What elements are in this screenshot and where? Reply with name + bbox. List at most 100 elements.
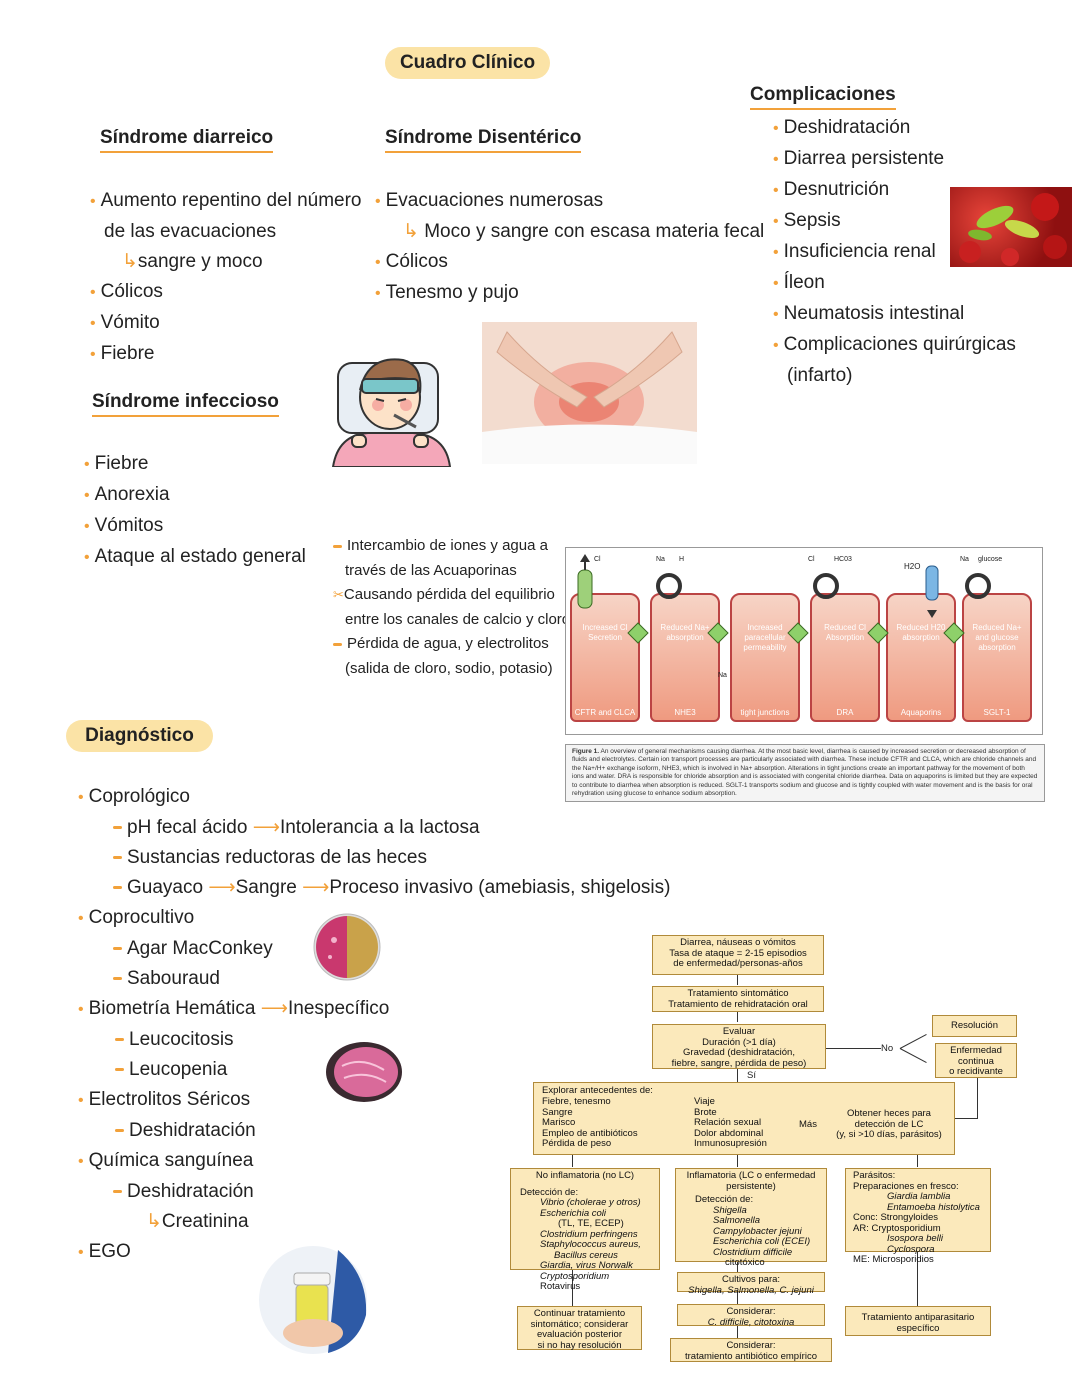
- infeccioso-list: •Fiebre •Anorexia •Vómitos •Ataque al es…: [84, 449, 306, 573]
- list-item: •Complicaciones quirúrgicas: [773, 334, 1016, 355]
- list-item: •Coprocultivo: [78, 907, 195, 928]
- ion-label: Na: [960, 556, 969, 563]
- list-item: •Biometría Hemática ⟶Inespecífico: [78, 998, 390, 1019]
- sick-child-illustration: [328, 335, 453, 468]
- list-item: •Cólicos: [375, 251, 448, 272]
- ion-label: HC03: [834, 556, 852, 563]
- urine-sample-image: [258, 1245, 368, 1355]
- list-item: pH fecal ácido ⟶Intolerancia a la lactos…: [78, 813, 670, 843]
- list-item: ↳sangre y moco: [122, 251, 263, 272]
- list-item: •Fiebre: [90, 343, 155, 364]
- list-item: •Evacuaciones numerosas: [375, 190, 604, 211]
- transporter-icons: [577, 554, 991, 644]
- abdominal-pain-photo: [482, 322, 697, 464]
- culture-plate-image: [322, 1036, 406, 1106]
- flow-box-considerar-antibiotico: Considerar:tratamiento antibiótico empír…: [670, 1338, 832, 1362]
- list-item: •Neumatosis intestinal: [773, 303, 965, 324]
- arrow-right-icon: ⟶: [208, 877, 236, 898]
- figure-caption: Figure 1. An overview of general mechani…: [565, 744, 1045, 803]
- flow-box-no-inflamatoria: No inflamatoria (no LC) Detección de: Vi…: [510, 1168, 660, 1292]
- list-item: •Tenesmo y pujo: [375, 282, 519, 303]
- scissors-icon: ✂: [333, 587, 344, 602]
- list-item: •Vómitos: [84, 515, 164, 536]
- list-item: Pérdida de agua, y electrolitos: [333, 632, 570, 657]
- list-item: •Desnutrición: [773, 179, 890, 200]
- list-item: •Diarrea persistente: [773, 148, 945, 169]
- list-item: •Química sanguínea: [78, 1150, 254, 1171]
- list-item: Intercambio de iones y agua a: [333, 534, 570, 559]
- flow-box-parasitos: Parásitos: Preparaciones en fresco: Giar…: [845, 1168, 991, 1265]
- list-item: Deshidratación: [78, 1116, 670, 1146]
- turn-arrow-icon: ↳: [403, 221, 419, 242]
- list-item: ✂Causando pérdida del equilibrio: [333, 586, 555, 603]
- list-item: •Coprológico: [78, 786, 191, 807]
- ion-label: glucose: [978, 556, 1003, 563]
- ion-label: Na: [656, 556, 665, 563]
- diarreico-list: •Aumento repentino del número de las eva…: [90, 186, 362, 370]
- complicaciones-header: Complicaciones: [750, 84, 896, 110]
- list-item: •Íleon: [773, 272, 825, 293]
- petri-dish-image: [312, 912, 382, 982]
- disenterico-header: Síndrome Disentérico: [385, 127, 582, 153]
- page-title: Cuadro Clínico: [385, 47, 550, 79]
- list-item: (infarto): [787, 365, 853, 386]
- list-item: •Insuficiencia renal: [773, 241, 936, 262]
- diarrhea-mechanism-figure: Cl Na H Cl HC03 H2O Na glucose Increased…: [565, 547, 1043, 735]
- list-item: •EGO: [78, 1241, 131, 1262]
- list-item: •Deshidratación: [773, 117, 911, 138]
- flow-box-cultivos: Cultivos para:Shigella, Salmonella, C. j…: [677, 1272, 825, 1295]
- list-item: ↳Creatinina: [146, 1211, 249, 1232]
- list-item: •Fiebre: [84, 453, 149, 474]
- arrow-right-icon: ⟶: [260, 998, 288, 1019]
- diarreico-header: Síndrome diarreico: [100, 127, 274, 153]
- list-item: •Sepsis: [773, 210, 841, 231]
- list-item: Leucopenia: [78, 1055, 670, 1085]
- ion-label: Cl: [808, 556, 815, 563]
- list-item: Sustancias reductoras de las heces: [78, 843, 670, 873]
- list-item: •Aumento repentino del número: [90, 190, 362, 211]
- flow-no-label: No: [881, 1043, 894, 1054]
- list-item: ↳ Moco y sangre con escasa materia fecal: [403, 221, 765, 242]
- ion-label: H: [679, 556, 685, 563]
- arrow-right-icon: ⟶: [252, 817, 280, 838]
- bacteria-image: [950, 187, 1072, 267]
- turn-arrow-icon: ↳: [146, 1211, 162, 1232]
- diagnostico-header: Diagnóstico: [66, 720, 213, 752]
- list-item: Agar MacConkey: [78, 934, 670, 964]
- list-item: Leucocitosis: [78, 1025, 670, 1055]
- diagnostico-list: •Coprológico pH fecal ácido ⟶Intoleranci…: [78, 782, 670, 1268]
- flow-box-considerar-difficile: Considerar:C. difficile, citotoxina: [677, 1304, 825, 1327]
- ion-label: Cl: [594, 556, 601, 563]
- list-item: •Cólicos: [90, 281, 163, 302]
- mecanismo-notes: Intercambio de iones y agua a través de …: [333, 534, 570, 681]
- list-item: •Vómito: [90, 312, 160, 333]
- list-item: Sabouraud: [78, 964, 670, 994]
- complicaciones-list: •Deshidratación •Diarrea persistente •De…: [773, 113, 1016, 391]
- infeccioso-header: Síndrome infeccioso: [92, 391, 279, 417]
- flow-si-label: Sí: [747, 1070, 756, 1081]
- list-item: entre los canales de calcio y cloro: [345, 610, 571, 628]
- list-item: •Anorexia: [84, 484, 170, 505]
- arrow-right-icon: ⟶: [302, 877, 330, 898]
- flow-box-explorar: Explorar antecedentes de: Fiebre, tenesm…: [533, 1082, 955, 1155]
- flow-box-resolucion: Resolución: [932, 1015, 1017, 1037]
- list-item: •Ataque al estado general: [84, 546, 306, 567]
- list-item: de las evacuaciones: [104, 221, 277, 242]
- list-item: •Electrolitos Séricos: [78, 1089, 251, 1110]
- na-label: Na: [718, 672, 727, 679]
- disenterico-list: •Evacuaciones numerosas ↳ Moco y sangre …: [375, 186, 764, 309]
- list-item: Guayaco ⟶Sangre ⟶Proceso invasivo (amebi…: [78, 873, 670, 903]
